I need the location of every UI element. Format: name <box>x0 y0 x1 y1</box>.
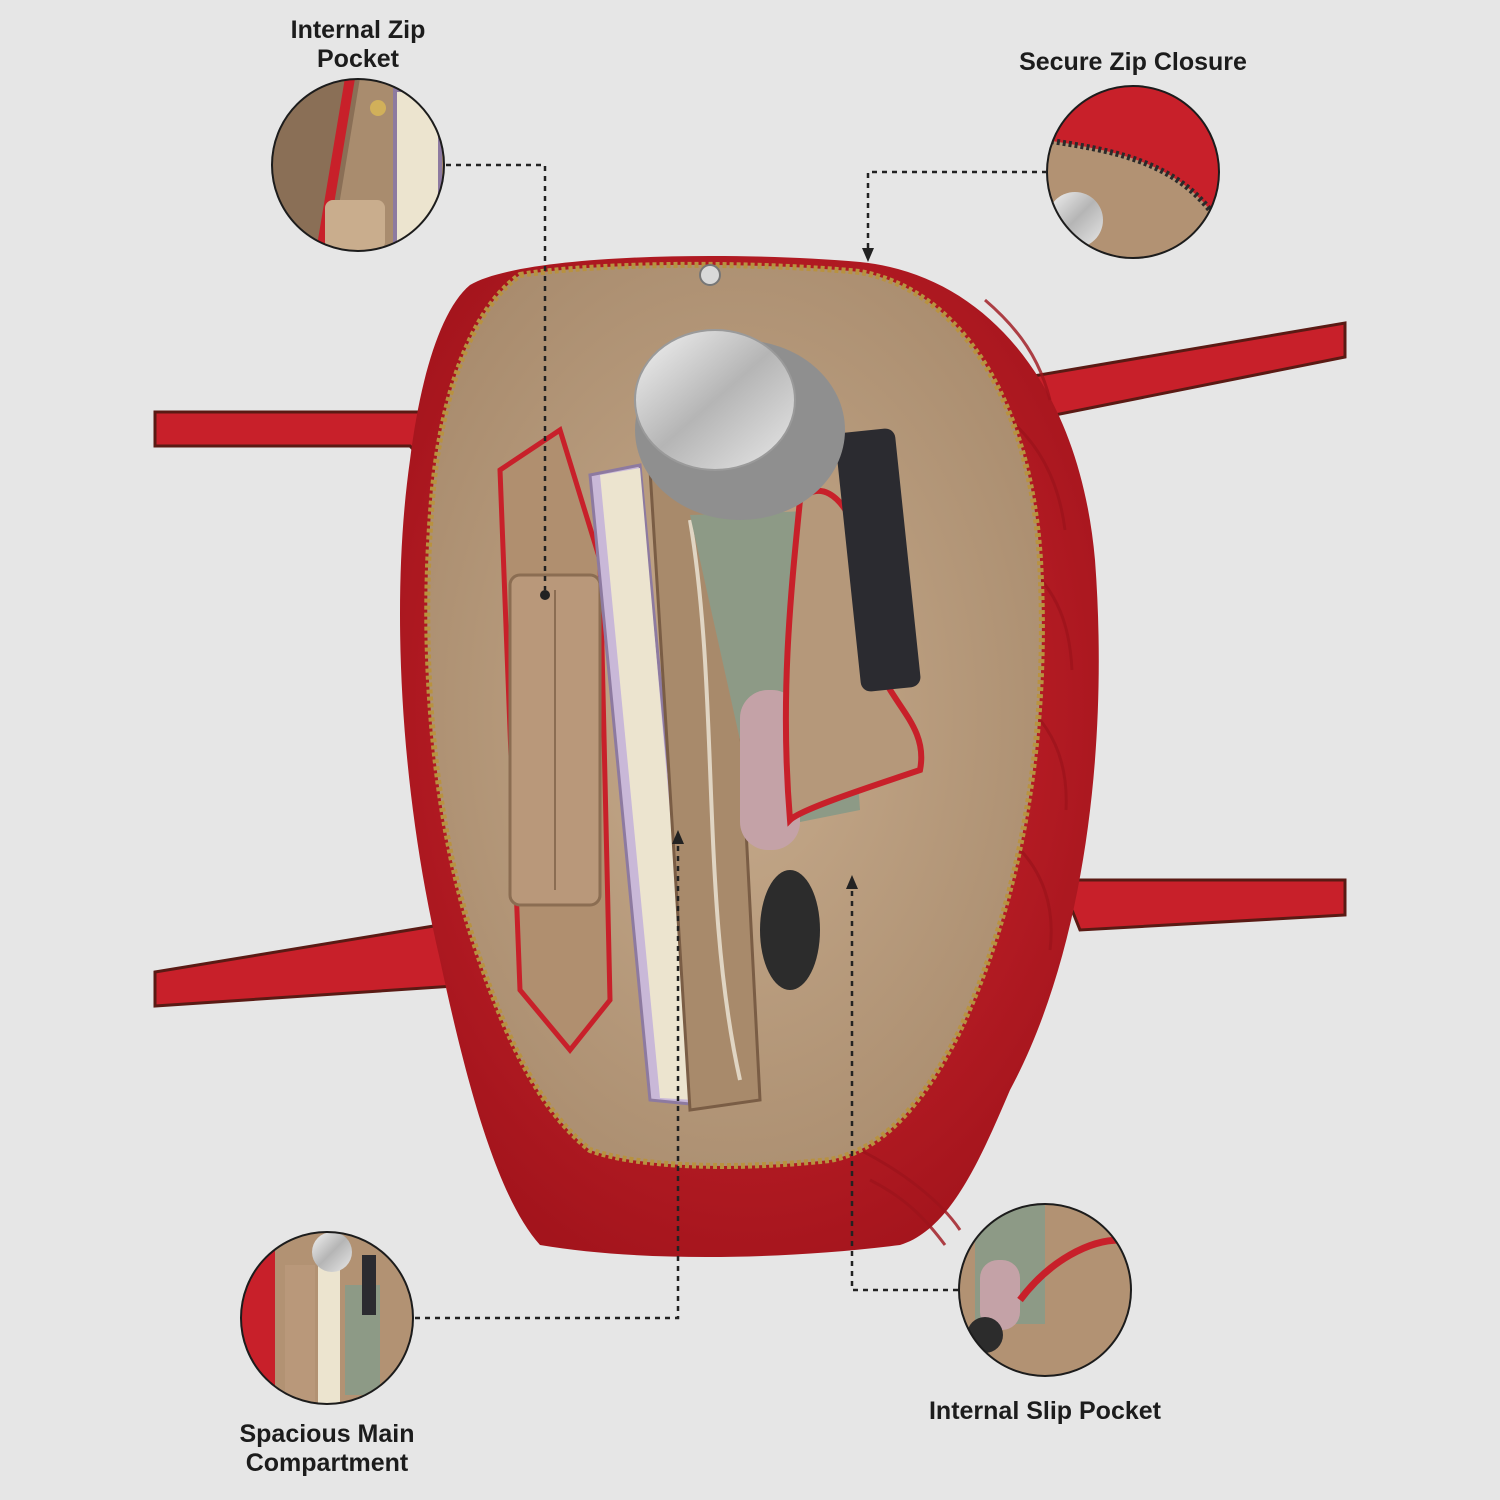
label-line-1: Internal Slip Pocket <box>928 1397 1161 1425</box>
zoom-circle-secure-zip-closure <box>1046 85 1220 259</box>
label-line-2: Compartment <box>245 1449 409 1477</box>
zoom-circle-spacious-main-compartment <box>240 1231 414 1405</box>
bag-handles <box>153 321 1347 1008</box>
zoom-circle-internal-zip-pocket <box>271 78 445 252</box>
label-line-1: Secure Zip Closure <box>1019 48 1247 76</box>
label-line-2: Pocket <box>317 45 399 73</box>
label-internal-slip-pocket: Internal Slip Pocket <box>905 1397 1185 1426</box>
bag-contents <box>497 329 925 1112</box>
leader-lines <box>415 163 1047 1320</box>
leader-arrowheads <box>540 248 874 889</box>
label-spacious-main-compartment: Spacious Main Compartment <box>207 1420 447 1478</box>
label-line-1: Spacious Main <box>239 1420 415 1448</box>
label-line-1: Internal Zip <box>290 16 426 44</box>
zoom-circle-internal-slip-pocket <box>958 1203 1132 1377</box>
label-internal-zip-pocket: Internal Zip Pocket <box>258 16 458 74</box>
label-secure-zip-closure: Secure Zip Closure <box>1003 48 1263 77</box>
